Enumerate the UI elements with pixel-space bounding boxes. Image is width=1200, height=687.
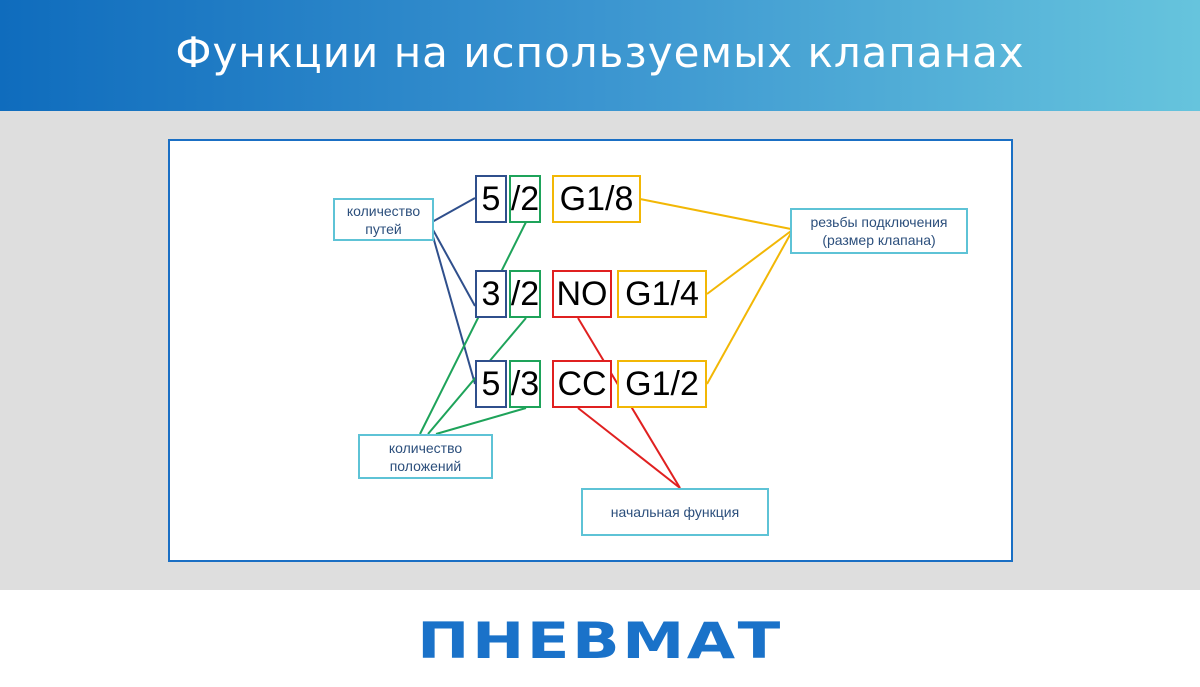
positions-digit-row1: /2 [509,175,541,223]
line-ways-row2 [431,227,476,307]
thread-g18: G1/8 [552,175,641,223]
ways-digit-row1: 5 [475,175,507,223]
label-ways-count: количество путей [333,198,434,241]
line-pos-row3 [435,407,527,435]
line-func-cc [577,407,681,489]
header-banner: Функции на используемых клапанах [0,0,1200,111]
function-no: NO [552,270,612,318]
page-title: Функции на используемых клапанах [175,28,1025,77]
line-ways-row1 [431,197,476,223]
thread-g12: G1/2 [617,360,707,408]
function-cc: CC [552,360,612,408]
line-pos-row1 [419,221,527,435]
thread-g14: G1/4 [617,270,707,318]
ways-digit-row2: 3 [475,270,507,318]
brand-logo: ПНЕВМАТ [417,612,783,670]
positions-digit-row2: /2 [509,270,541,318]
positions-digit-row3: /3 [509,360,541,408]
label-positions-count: количество положений [358,434,493,479]
line-ways-row3 [431,232,476,385]
label-initial-function: начальная функция [581,488,769,536]
ways-digit-row3: 5 [475,360,507,408]
line-thread-g12 [706,232,792,385]
line-thread-g14 [706,230,792,295]
line-thread-g18 [639,198,792,230]
label-thread: резьбы подключения (размер клапана) [790,208,968,254]
